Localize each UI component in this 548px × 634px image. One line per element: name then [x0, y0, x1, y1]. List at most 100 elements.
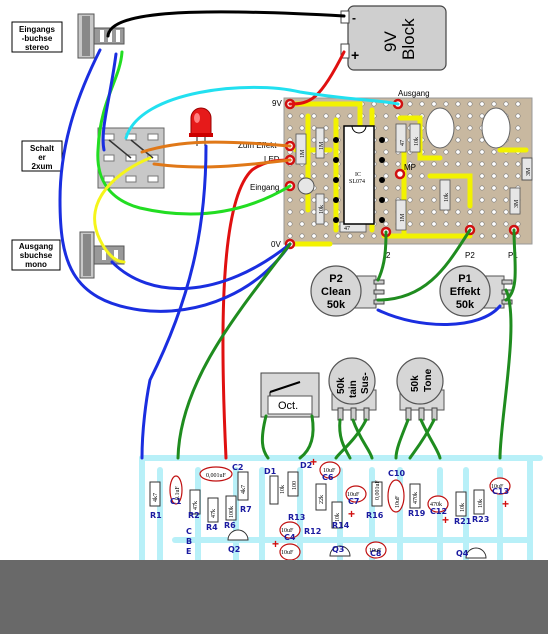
perfboard-hole	[467, 209, 473, 215]
svg-text:Tone: Tone	[423, 368, 434, 392]
svg-text:50k: 50k	[336, 377, 347, 394]
svg-text:10k: 10k	[319, 205, 325, 214]
perfboard-hole	[383, 185, 389, 191]
svg-text:47: 47	[344, 226, 350, 232]
perfboard-hole	[407, 185, 413, 191]
perfboard-hole	[287, 113, 293, 119]
svg-text:Ausgang: Ausgang	[19, 242, 53, 251]
perfboard-hole	[503, 101, 509, 107]
svg-text:C6: C6	[322, 473, 334, 482]
svg-text:0V: 0V	[271, 240, 281, 249]
perfboard-hole	[455, 185, 461, 191]
svg-text:3M: 3M	[514, 199, 520, 208]
perfboard-hole	[491, 161, 497, 167]
svg-text:10k: 10k	[460, 503, 466, 512]
perfboard-hole	[479, 161, 485, 167]
svg-text:Schalt: Schalt	[30, 144, 54, 153]
perfboard-hole	[431, 161, 437, 167]
perfboard-hole	[335, 113, 341, 119]
perfboard-hole	[503, 233, 509, 239]
perfboard-hole	[443, 101, 449, 107]
perfboard-hole	[455, 113, 461, 119]
perfboard-hole	[515, 125, 521, 131]
perfboard-hole	[287, 197, 293, 203]
perfboard-hole	[323, 125, 329, 131]
svg-text:C12: C12	[430, 507, 447, 516]
perfboard-hole	[491, 197, 497, 203]
perfboard-hole	[455, 161, 461, 167]
svg-text:P2: P2	[329, 273, 342, 285]
svg-text:C10: C10	[388, 469, 405, 478]
svg-text:sbuchse: sbuchse	[20, 251, 53, 260]
perfboard-hole	[323, 233, 329, 239]
svg-text:Block: Block	[399, 18, 418, 60]
perfboard-hole	[395, 185, 401, 191]
perfboard-hole	[491, 209, 497, 215]
svg-text:mono: mono	[25, 260, 47, 269]
pot-p1-effekt: P1 Effekt 50k	[439, 265, 513, 317]
perfboard-hole	[467, 137, 473, 143]
svg-text:+: +	[348, 507, 355, 521]
perfboard-hole	[419, 197, 425, 203]
perfboard-hole	[395, 161, 401, 167]
svg-text:10uF: 10uF	[395, 495, 401, 508]
perfboard-hole	[479, 137, 485, 143]
perfboard-hole	[383, 161, 389, 167]
perfboard-hole	[455, 197, 461, 203]
perfboard-hole	[419, 221, 425, 227]
perfboard-hole	[503, 197, 509, 203]
svg-text:R1: R1	[150, 511, 162, 520]
perfboard-hole	[383, 125, 389, 131]
svg-text:50k: 50k	[456, 299, 475, 311]
perfboard-hole	[347, 113, 353, 119]
perfboard-hole	[515, 137, 521, 143]
perfboard-hole	[287, 233, 293, 239]
svg-text:470k: 470k	[413, 492, 419, 504]
svg-text:Oct.: Oct.	[278, 400, 298, 412]
svg-text:10k: 10k	[478, 499, 484, 508]
svg-text:50k: 50k	[327, 299, 346, 311]
perfboard-hole	[419, 185, 425, 191]
perfboard-hole	[359, 233, 365, 239]
svg-text:D1: D1	[264, 467, 277, 476]
pot-sustain: 50k tain Sus-	[328, 357, 377, 421]
svg-text:10uF: 10uF	[323, 468, 336, 474]
svg-text:P1: P1	[508, 251, 518, 260]
perfboard-hole	[491, 185, 497, 191]
perfboard-hole	[383, 221, 389, 227]
battery-9v: - + 9V Block	[340, 5, 447, 71]
svg-text:2: 2	[386, 251, 391, 260]
perfboard-hole	[407, 101, 413, 107]
svg-text:47: 47	[400, 140, 406, 146]
perfboard-hole	[287, 173, 293, 179]
svg-text:E: E	[186, 547, 191, 556]
svg-text:+: +	[310, 455, 317, 469]
perfboard-hole	[431, 197, 437, 203]
svg-text:0,001uF: 0,001uF	[375, 480, 381, 501]
perfboard-hole	[467, 101, 473, 107]
output-jack-label: Ausgang sbuchse mono	[11, 239, 61, 271]
svg-text:10uF: 10uF	[369, 548, 382, 554]
svg-text:470k: 470k	[430, 502, 442, 508]
input-jack-label: Eingangs -buchse stereo	[11, 21, 63, 53]
perfboard-hole	[419, 173, 425, 179]
svg-text:1M: 1M	[400, 213, 406, 222]
perfboard-hole	[323, 221, 329, 227]
perfboard-hole	[419, 161, 425, 167]
svg-text:MP: MP	[404, 163, 416, 172]
perfboard-hole	[491, 101, 497, 107]
perfboard-hole	[407, 173, 413, 179]
svg-text:Sus-: Sus-	[360, 372, 371, 394]
svg-text:R7: R7	[240, 505, 252, 514]
perfboard-hole	[371, 101, 377, 107]
perfboard-hole	[515, 113, 521, 119]
svg-text:10k: 10k	[280, 485, 286, 494]
footer-band	[0, 560, 548, 634]
perfboard-hole	[479, 149, 485, 155]
perfboard-hole	[431, 209, 437, 215]
svg-text:47k: 47k	[193, 501, 199, 510]
svg-text:10uF: 10uF	[281, 528, 294, 534]
perfboard-hole	[515, 173, 521, 179]
svg-text:-buchse: -buchse	[22, 34, 53, 43]
